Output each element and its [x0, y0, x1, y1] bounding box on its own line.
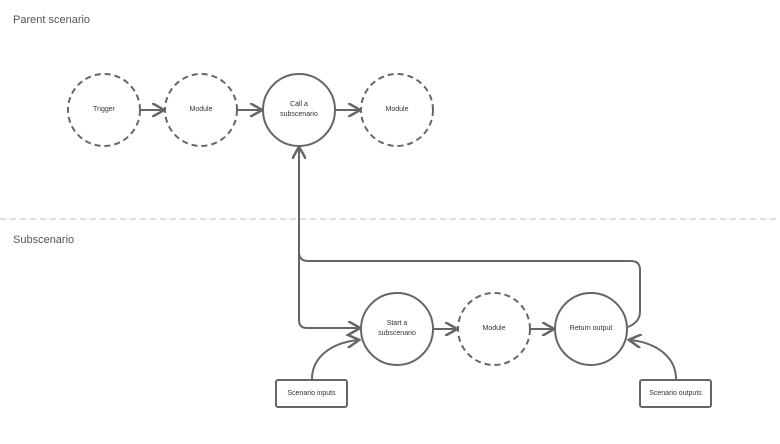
parent-scenario-title: Parent scenario [13, 14, 91, 26]
trigger-label: Trigger [93, 106, 115, 113]
call-subscenario-label: Call a subscenario [280, 101, 318, 118]
subscenario-title: Subscenario [13, 234, 75, 246]
sub-module-label: Module [482, 325, 506, 332]
scenario-inputs-label: Scenario inputs [287, 389, 336, 397]
connector-return-to-call [299, 148, 641, 328]
arrow-inputs-to-start [311, 340, 358, 380]
start-subscenario-label: Start a subscenario [378, 320, 416, 337]
return-output-label: Return output [569, 325, 613, 332]
scenario-outputs-box [639, 379, 712, 408]
scenario-outputs-label: Scenario outputs [649, 389, 702, 397]
node-trigger [67, 73, 141, 147]
module-1-label: Module [189, 106, 213, 113]
scenario-inputs-box [275, 379, 348, 408]
connector-call-to-start [298, 147, 359, 328]
arrow-return-to-outputs [630, 340, 677, 380]
module-2-label: Module [385, 106, 409, 113]
